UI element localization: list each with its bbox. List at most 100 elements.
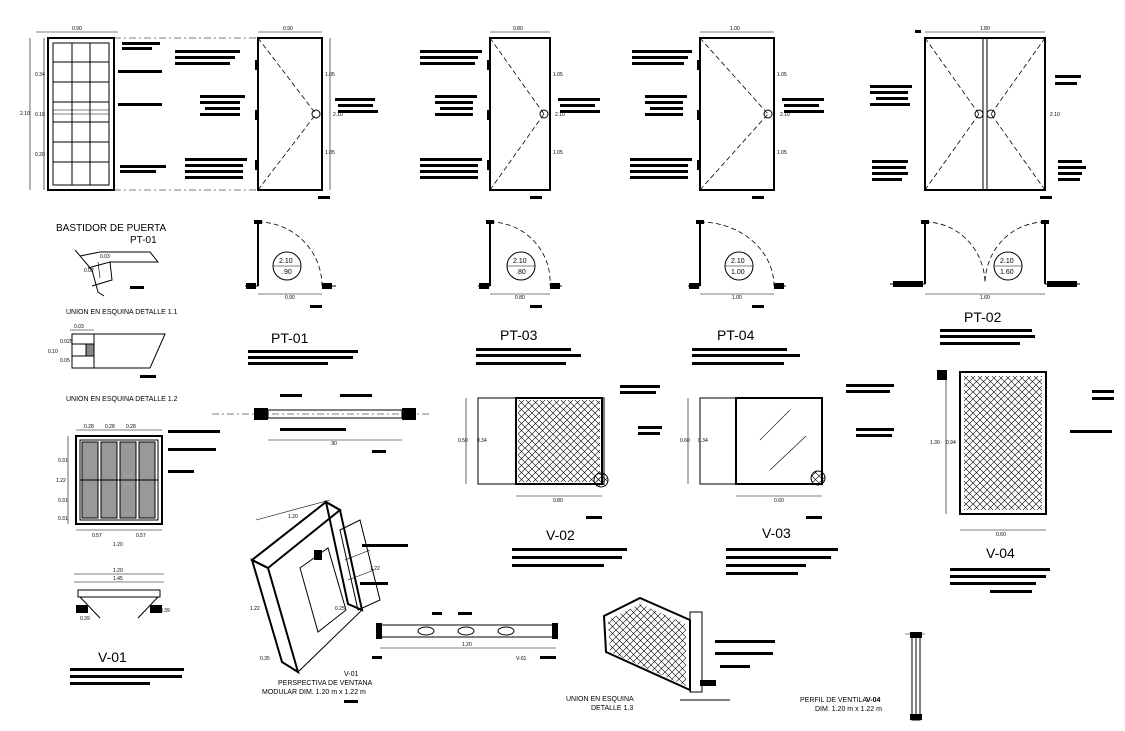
dim-v01-c1: 0.39: [80, 616, 90, 622]
v02-notes: [512, 548, 627, 567]
dim-pt03-width: 0.80: [513, 26, 523, 32]
pt02-plan: 2.10 1.60 1.60: [890, 220, 1080, 301]
dim-pt04-plan: 1.00: [732, 295, 742, 301]
door-horizontal-section: .90: [212, 394, 430, 453]
v03-window: 0.60 0.34 0.60: [680, 384, 894, 519]
pt04-door-leaf: [699, 37, 775, 191]
dim-door-section: .90: [330, 441, 337, 447]
dim-v01-b2: 0.57: [136, 533, 146, 539]
dim-bastidor-r2: 0.18: [35, 112, 45, 118]
dim-pt03-lower: 1.05: [553, 150, 563, 156]
pt01-plan: 2.10 .90 0.90: [245, 220, 336, 308]
dim-v01-r1: 0.31: [58, 458, 68, 464]
pt01-notes: [248, 350, 358, 365]
dim-v01-w1: 0.28: [84, 424, 94, 430]
title-pt02: PT-02: [964, 309, 1002, 325]
dim-pt01-lower: 1.05: [325, 150, 335, 156]
dim-v03-height: 0.60: [680, 438, 690, 444]
dim-detail-1-2-c: 0.10: [48, 349, 58, 355]
label-union-detalle-1-3-b: DETALLE 1.3: [591, 705, 633, 712]
label-bastidor-de-puerta: BASTIDOR DE PUERTA: [56, 223, 167, 234]
dim-bastidor-width: 0.90: [72, 26, 82, 32]
title-pt04: PT-04: [717, 327, 755, 343]
dim-pt04-height: 2.10: [780, 112, 790, 118]
dim-v01-plan: 1.45: [113, 576, 123, 582]
v04-profile-section: [905, 632, 925, 721]
dim-pt01-plan: 0.90: [285, 295, 295, 301]
dim-perspective-b: 0.35: [260, 656, 270, 662]
dim-v01-c2: 0.39: [160, 608, 170, 614]
title-pt03: PT-03: [500, 327, 538, 343]
label-union-detalle-1-3-a: UNION EN ESQUINA: [566, 696, 634, 703]
pt03-tag-width: .80: [516, 269, 526, 276]
pt01-elevation: 0.90 2.10 1.05 1.05: [175, 26, 378, 199]
v04-notes: [950, 568, 1050, 593]
v01-elevation: 0.28 0.28 0.28 1.22 0.31 0.31 0.31 0.57 …: [56, 424, 220, 548]
v02-window: 0.50 0.34 0.80: [458, 385, 662, 519]
v01-perspective: 1.20 1.22 0.25 1.22 0.35: [250, 499, 408, 675]
dim-detail-1-2-d: 0.05: [60, 358, 70, 364]
dim-detail-1-2-a: 0.03: [74, 324, 84, 330]
title-v04: V-04: [986, 545, 1015, 561]
pt03-notes: [476, 348, 581, 365]
pt04-elevation: 1.00 2.10 1.05 1.05: [630, 26, 824, 199]
dim-v03-inner: 0.34: [698, 438, 708, 444]
dim-bastidor-height: 2.10: [20, 111, 30, 117]
dim-v04-height: 1.30: [930, 440, 940, 446]
v03-notes: [726, 548, 838, 575]
dim-perspective-height: 1.22: [250, 606, 260, 612]
dim-v01-height: 1.22: [56, 478, 66, 484]
v04-window: 1.30 0.94 0.60: [930, 370, 1114, 538]
label-perspective-dims: MODULAR DIM. 1.20 m x 1.22 m: [262, 689, 366, 696]
corner-detail-1-2: 0.03 0.025 0.10 0.05: [48, 324, 166, 378]
perspective-underline: [344, 700, 358, 703]
pt04-plan: 2.10 1.00 1.00: [688, 220, 786, 308]
label-perspective-code: V-01: [344, 671, 359, 678]
label-bastidor-pt01: PT-01: [130, 235, 157, 246]
pt03-plan: 2.10 .80 0.80: [478, 220, 562, 308]
dim-perspective-width: 1.20: [288, 514, 298, 520]
bastidor-frame: [47, 37, 115, 191]
pt01-tag-width: .90: [282, 269, 292, 276]
pt01-tag-height: 2.10: [279, 258, 293, 265]
dim-detail-1-1-a: 0.03: [100, 254, 110, 260]
dim-v01-b1: 0.57: [92, 533, 102, 539]
dim-mid-section: 1.20: [462, 642, 472, 648]
dim-perspective-c: 1.22: [370, 566, 380, 572]
dim-detail-1-2-b: 0.025: [60, 339, 73, 345]
pt04-notes: [692, 348, 800, 365]
dim-bastidor-r3: 0.20: [35, 152, 45, 158]
pt02-notes: [940, 329, 1035, 345]
dim-v01-w3: 0.28: [126, 424, 136, 430]
pt03-elevation: 0.80 2.10 1.05 1.05: [420, 26, 600, 199]
v01-section-mid: 1.20 V-01: [372, 612, 558, 662]
pt02-tag-height: 2.10: [1000, 258, 1014, 265]
dim-v02-height: 0.50: [458, 438, 468, 444]
dim-v02-inner: 0.34: [477, 438, 487, 444]
dim-v01-r2: 0.31: [58, 498, 68, 504]
corner-detail-1-1: 0.03 0.02: [74, 249, 160, 297]
pt02-elevation: 1.80 2.10: [870, 26, 1086, 199]
label-mid-section-tag: V-01: [516, 656, 527, 662]
pt02-tag-width: 1.60: [1000, 269, 1014, 276]
dim-v01-r3: 0.31: [58, 516, 68, 522]
label-profile-ventila: PERFIL DE VENTILA.: [800, 697, 869, 704]
title-pt01: PT-01: [271, 330, 309, 346]
pt02-door-leaves: [924, 37, 1046, 191]
dim-perspective-a: 0.25: [335, 606, 345, 612]
pt04-tag-height: 2.10: [731, 258, 745, 265]
label-profile-dims: DIM. 1.20 m x 1.22 m: [815, 706, 882, 713]
dim-v02-width: 0.80: [553, 498, 563, 504]
title-v01: V-01: [98, 649, 127, 665]
dim-pt04-upper: 1.05: [777, 72, 787, 78]
dim-v03-width: 0.60: [774, 498, 784, 504]
dim-pt04-width: 1.00: [730, 26, 740, 32]
label-profile-code: V-04: [866, 697, 881, 704]
dim-pt02-plan: 1.60: [980, 295, 990, 301]
dim-v01-total: 1.20: [113, 542, 123, 548]
dim-v04-width: 0.60: [996, 532, 1006, 538]
label-union-detalle-1-2: UNION EN ESQUINA DETALLE 1.2: [66, 396, 178, 403]
v01-notes: [70, 668, 184, 685]
dim-v01-section: 1.20: [113, 568, 123, 574]
